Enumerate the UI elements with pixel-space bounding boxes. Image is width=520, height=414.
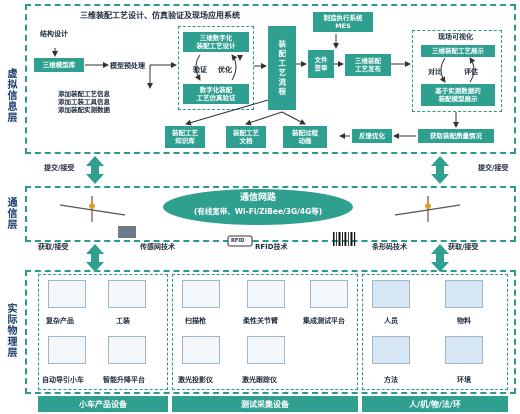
get-right-label: 获取/接受	[448, 243, 479, 251]
knowledge-box: 装配工艺 知识库	[165, 126, 205, 148]
network-sub: (有线宽带、Wi-Fi/ZiBee/3G/4G等)	[193, 207, 323, 216]
layer-label-comm: 通信层	[5, 196, 16, 230]
people-icon	[372, 280, 410, 308]
file-sign-box: 文件 签审	[308, 50, 334, 78]
anim-box: 装配过程 动画	[283, 126, 327, 148]
bar-test-equipment: 测试采集设备	[172, 396, 358, 412]
fixture-icon	[108, 280, 146, 308]
virtual-layer	[25, 4, 516, 154]
sensor-label: 传感网技术	[140, 243, 175, 251]
scanner-icon	[182, 280, 220, 308]
lift-platform-icon	[108, 336, 146, 364]
process-flow-box: 装配工艺流程	[268, 26, 296, 110]
model-preprocess-label: 模型预处理	[110, 62, 145, 70]
product-icon	[48, 280, 86, 308]
network-title: 通信网路	[239, 193, 276, 203]
design-sim-group	[178, 26, 254, 110]
item-label: 柔性关节臂	[243, 317, 278, 325]
link-right-label: 提交/接受	[478, 164, 509, 172]
item-label: 智能升降平台	[103, 376, 145, 384]
gears-icon	[445, 280, 483, 308]
bar-factors: 人/机/物/法/环	[362, 396, 508, 412]
structure-design-label: 结构设计	[40, 30, 68, 38]
item-label: 物料	[457, 317, 471, 325]
layer-label-virtual: 虚拟信息层	[5, 67, 16, 123]
cycle-icon	[445, 336, 483, 364]
factors-group	[362, 274, 508, 390]
projector-icon	[182, 336, 220, 364]
documents-icon	[372, 336, 410, 364]
item-label: 环境	[457, 376, 471, 384]
product-equipment-group	[38, 274, 168, 390]
rfid-badge: RFID	[231, 238, 245, 244]
item-label: 激光投影仪	[178, 376, 213, 384]
display-3d-box: 三维装配工艺展示	[421, 45, 495, 57]
agv-icon	[48, 336, 86, 364]
item-label: 自动导引小车	[42, 376, 84, 384]
item-label: 扫描枪	[185, 317, 206, 325]
item-label: 方法	[384, 376, 398, 384]
layer-label-physical: 实际物理层	[5, 302, 16, 358]
item-label: 集成测试平台	[303, 317, 345, 325]
item-label: 激光跟踪仪	[242, 376, 277, 384]
joint-arm-icon	[247, 280, 285, 308]
get-left-label: 获取/接受	[38, 243, 69, 251]
optimize-label: 优化	[218, 66, 232, 74]
add-info-label: 添加装配工艺信息 添加工装工具信息 添加装配实测数据	[58, 90, 110, 115]
model-library-box: 三维模型库	[34, 58, 84, 72]
tracker-icon	[247, 336, 285, 364]
item-label: 工装	[116, 317, 130, 325]
comm-layer	[25, 186, 516, 242]
bar-product-equipment: 小车产品设备	[38, 396, 168, 412]
network-ellipse	[163, 189, 353, 225]
evaluate-label: 评估	[464, 68, 478, 76]
barcode-label: 条形码技术	[372, 243, 407, 251]
test-platform-icon	[310, 280, 348, 308]
verify-label: 验证	[193, 66, 207, 74]
rfid-label: RFID技术	[255, 243, 288, 251]
doc-box: 装配工艺 文档	[226, 126, 266, 148]
measured-display-box: 基于实测数据的 装配模型展示	[421, 84, 495, 106]
get-quality-box: 获取装配质量情况	[418, 129, 494, 143]
site-vis-group	[412, 30, 502, 112]
physical-layer	[25, 270, 516, 394]
digital-sim-box: 数字化装配 工艺仿真验证	[183, 84, 249, 104]
feedback-box: 反馈优化	[352, 129, 392, 143]
test-equipment-group	[172, 274, 358, 390]
item-label: 复杂产品	[46, 317, 74, 325]
mes-box: 制造执行系统 MES	[313, 12, 373, 32]
contrast-label: 对比	[428, 68, 442, 76]
link-left-label: 提交/接受	[44, 164, 75, 172]
site-vis-label: 现场可视化	[438, 33, 473, 41]
publish-box: 三维装配 工艺发布	[345, 54, 391, 76]
item-label: 人员	[384, 317, 398, 325]
virtual-title: 三维装配工艺设计、仿真验证及现场应用系统	[80, 11, 240, 20]
digital-design-box: 三维数字化 装配工艺设计	[183, 32, 249, 52]
